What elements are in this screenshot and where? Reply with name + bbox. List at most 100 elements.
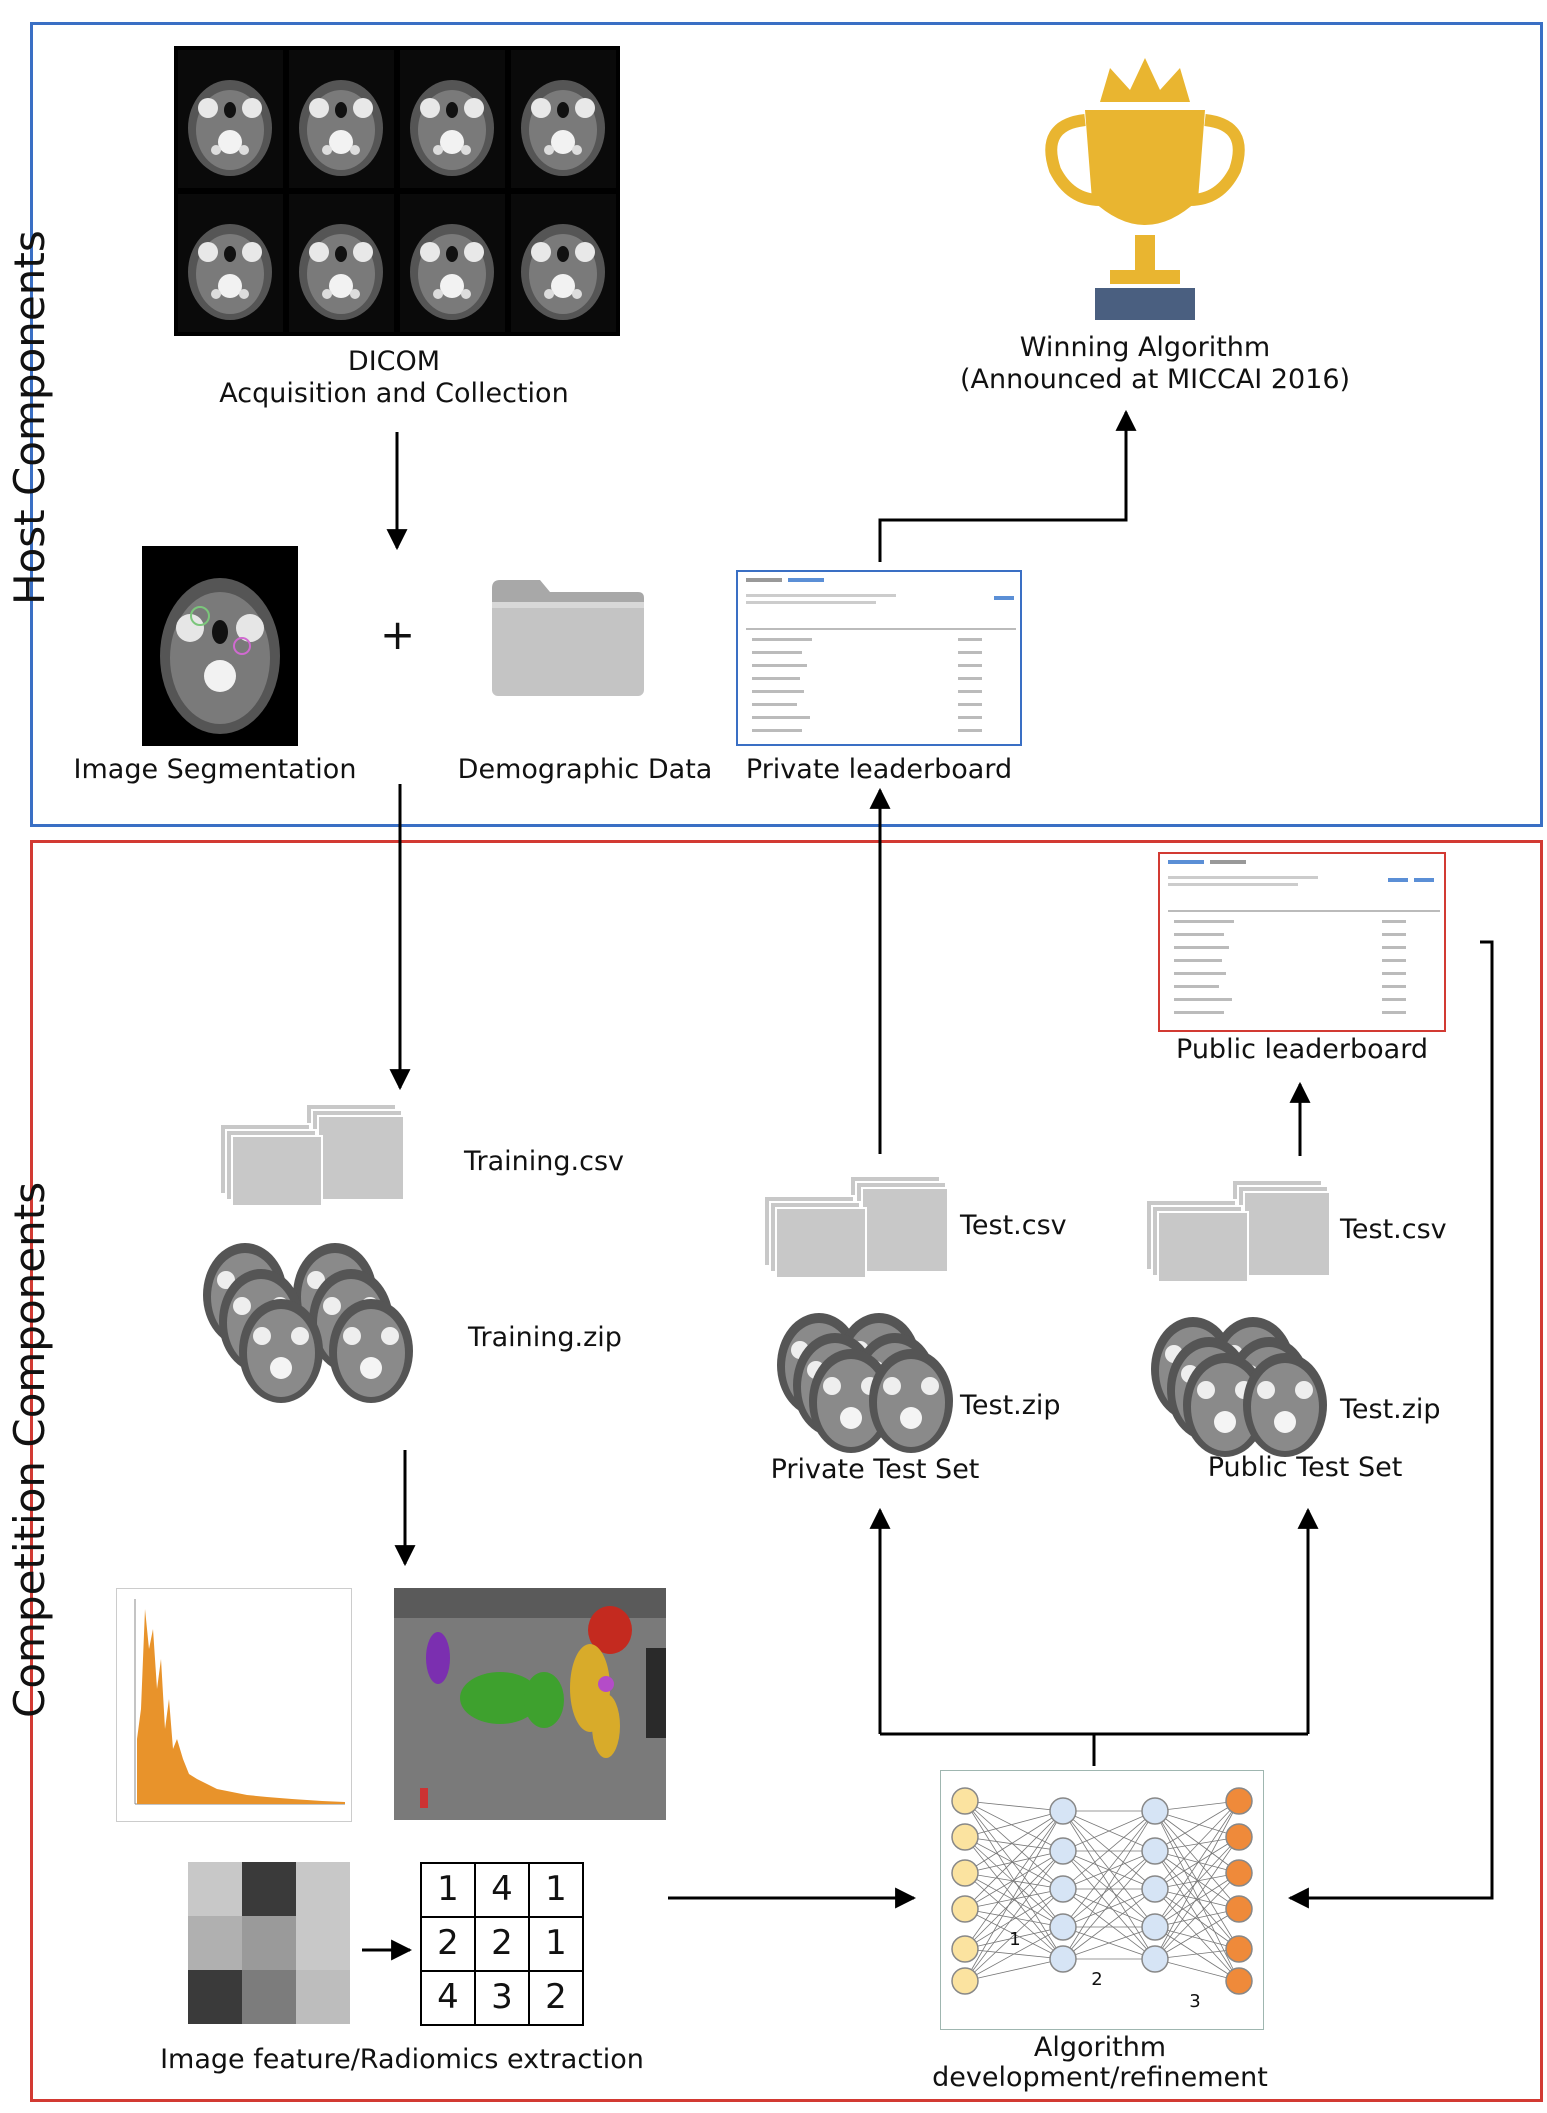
nn-node	[1141, 1797, 1169, 1825]
nn-connection	[964, 1836, 1064, 1852]
nn-connection	[964, 1836, 1064, 1960]
nn-node	[951, 1935, 979, 1963]
nn-connection	[1062, 1810, 1156, 1960]
private-test-csv-files-icon	[763, 1175, 949, 1279]
private-test-set-label: Private Test Set	[770, 1454, 980, 1485]
nn-connection	[1154, 1800, 1240, 1890]
3d-segmentation-image	[394, 1588, 666, 1820]
nn-connection	[964, 1888, 1064, 1950]
nn-node	[951, 1787, 979, 1815]
histogram-svg	[134, 1599, 345, 1805]
plus-sign: +	[380, 610, 416, 659]
nn-connection	[1154, 1872, 1240, 1890]
nn-layer-label: 3	[1189, 1991, 1201, 2012]
public-test-csv-files-icon	[1145, 1179, 1331, 1283]
winning-algorithm-sublabel: (Announced at MICCAI 2016)	[960, 364, 1351, 395]
public-test-zip-label: Test.zip	[1340, 1394, 1441, 1425]
nn-connection	[1154, 1810, 1240, 1874]
public-leaderboard-label: Public leaderboard	[1176, 1034, 1428, 1065]
nn-node	[1225, 1859, 1253, 1887]
nn-connection	[964, 1850, 1064, 1874]
nn-node	[951, 1967, 979, 1995]
nn-connection	[1154, 1800, 1240, 1852]
nn-connection	[1062, 1850, 1156, 1960]
training-csv-files-icon	[219, 1103, 405, 1207]
nn-connection	[1154, 1836, 1240, 1852]
nn-node	[951, 1859, 979, 1887]
connector-algorithm-split	[880, 1732, 1308, 1766]
3d-segmentation-svg	[394, 1588, 666, 1820]
nn-connection	[1154, 1888, 1240, 1950]
nn-connection	[964, 1810, 1064, 1838]
nn-connection	[964, 1850, 1064, 1982]
nn-connection	[1154, 1836, 1240, 1890]
matrix-cell: 4	[437, 1977, 459, 2017]
winning-algorithm-label: Winning Algorithm	[1019, 332, 1271, 363]
nn-connection	[1154, 1836, 1240, 1928]
nn-node	[1225, 1823, 1253, 1851]
nn-connection	[964, 1850, 1064, 1950]
nn-node	[1225, 1787, 1253, 1815]
training-csv-label: Training.csv	[464, 1146, 625, 1177]
nn-connection	[1154, 1800, 1240, 1928]
private-test-zip-label: Test.zip	[960, 1390, 1061, 1421]
public-leaderboard-svg	[1168, 860, 1440, 1014]
nn-connection	[1154, 1872, 1240, 1928]
nn-connection	[964, 1836, 1064, 1928]
private-leaderboard-label: Private leaderboard	[745, 754, 1013, 785]
nn-connection	[1062, 1810, 1156, 1852]
nn-connection	[964, 1888, 1064, 1910]
nn-connection	[1154, 1836, 1240, 1960]
arrow-private-leaderboard-to-winner	[878, 409, 1137, 562]
grayscale-matrix-image	[188, 1862, 350, 2024]
nn-connection	[964, 1908, 1064, 1960]
nn-connection	[1062, 1850, 1156, 1928]
trophy-icon	[1045, 58, 1245, 320]
public-leaderboard-thumbnail	[1158, 852, 1446, 1032]
nn-connection	[1154, 1810, 1240, 1838]
nn-connection	[964, 1908, 1064, 1928]
arrow-public-leaderboard-to-algorithm	[1287, 940, 1494, 1909]
matrix-cell: 2	[491, 1923, 513, 1963]
nn-connection	[1154, 1872, 1240, 1960]
training-zip-label: Training.zip	[468, 1322, 622, 1353]
matrix-cell: 1	[545, 1869, 567, 1909]
folder-icon	[492, 580, 644, 696]
nn-connection	[1154, 1908, 1240, 1928]
nn-connection	[1154, 1908, 1240, 1960]
image-segmentation-label: Image Segmentation	[73, 754, 357, 785]
matrix-cell: 1	[545, 1923, 567, 1963]
matrix-cell: 1	[437, 1869, 459, 1909]
segmentation-ct-svg	[160, 578, 280, 734]
nn-node	[951, 1823, 979, 1851]
nn-connection	[1154, 1926, 1240, 1950]
nn-connection	[964, 1810, 1064, 1910]
demographic-data-label: Demographic Data	[457, 754, 713, 785]
nn-node	[1141, 1913, 1169, 1941]
algorithm-label: Algorithm	[1033, 2032, 1167, 2063]
nn-layer-label: 2	[1091, 1969, 1103, 1990]
matrix-cell: 3	[491, 1977, 513, 2017]
nn-connection	[1154, 1800, 1240, 1812]
nn-node	[1049, 1945, 1077, 1973]
nn-connection	[1154, 1948, 1240, 1960]
nn-connection	[964, 1810, 1064, 1874]
matrix-cell: 2	[437, 1923, 459, 1963]
neural-network-image	[940, 1770, 1264, 2030]
dicom-label: DICOM	[347, 346, 441, 377]
nn-node	[1141, 1945, 1169, 1973]
nn-connection	[1154, 1810, 1240, 1910]
nn-connection	[964, 1800, 1064, 1812]
nn-connection	[1062, 1810, 1156, 1890]
nn-connection	[964, 1926, 1064, 1950]
nn-connection	[1154, 1888, 1240, 1982]
nn-connection	[964, 1800, 1064, 1890]
nn-connection	[964, 1810, 1064, 1950]
nn-node	[1225, 1895, 1253, 1923]
nn-connection	[1062, 1888, 1156, 1928]
matrix-cell: 2	[545, 1977, 567, 2017]
algorithm-sublabel: development/refinement	[932, 2062, 1268, 2093]
private-leaderboard-svg	[746, 578, 1016, 732]
